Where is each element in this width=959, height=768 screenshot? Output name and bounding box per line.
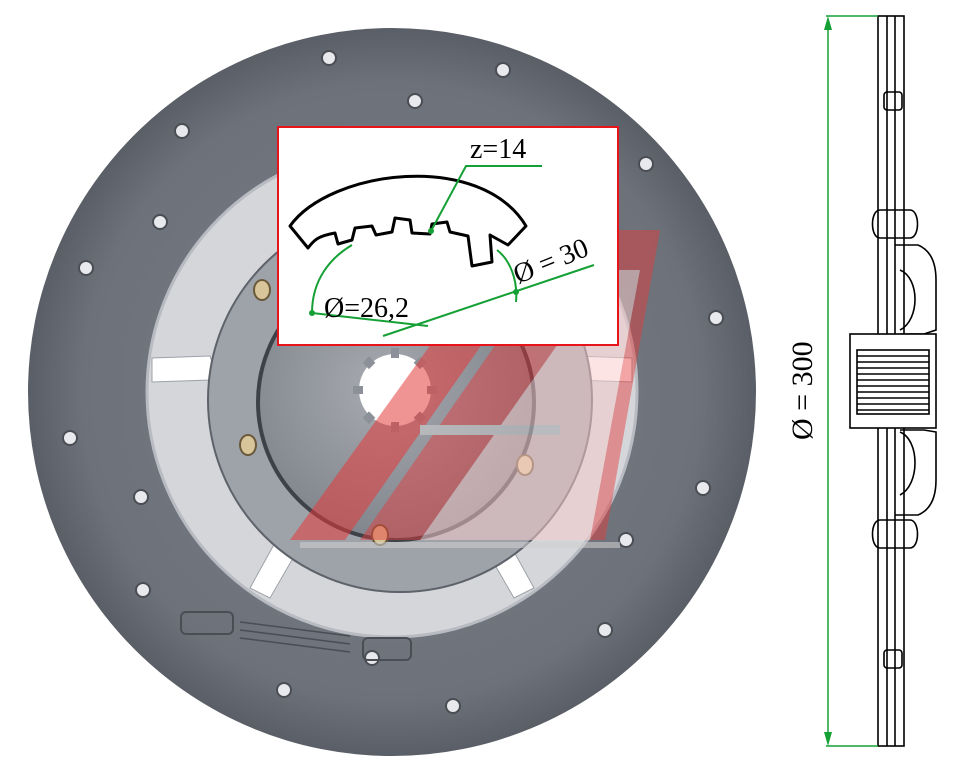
spline-segment-outline [288, 174, 528, 268]
spline-detail-inset: z=14 Ø=26,2 Ø = 30 [277, 126, 619, 346]
inset-dimension-ticks [309, 289, 519, 316]
side-profile-drawing [849, 15, 937, 747]
stamped-markings [180, 611, 412, 661]
inner-dia-arc [311, 244, 353, 314]
inner-diameter-label: Ø=26,2 [324, 293, 409, 324]
lining-rivets-outer [62, 50, 724, 714]
teeth-leader [430, 165, 542, 232]
overall-diameter-label: Ø = 300 [786, 341, 819, 440]
hub-rivets [239, 279, 534, 546]
inset-dimension-lines [311, 165, 595, 337]
inner-dia-line [311, 312, 429, 327]
side-dimension [824, 15, 878, 747]
outer-dia-arc [496, 249, 518, 303]
teeth-count-label: z=14 [470, 134, 526, 165]
